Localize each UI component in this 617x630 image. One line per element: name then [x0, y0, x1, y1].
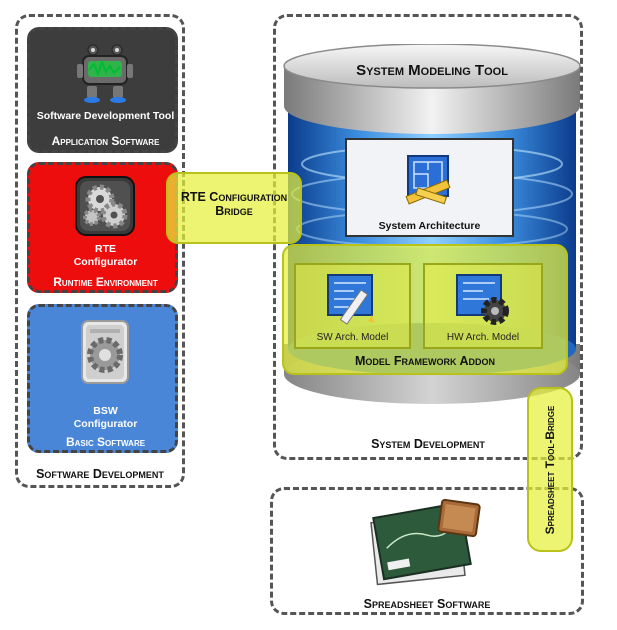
bsw-tool-label-1: BSW — [93, 405, 118, 417]
robot-icon — [75, 42, 135, 104]
blueprint-ruler-icon — [402, 152, 458, 208]
hw-arch-model-box[interactable]: HW Arch. Model — [423, 263, 543, 349]
spreadsheet-bridge-label: Spreadsheet Tool-Bridge — [543, 405, 557, 534]
sw-arch-model-label: SW Arch. Model — [316, 332, 389, 343]
basic-software-title: Basic Software — [65, 435, 146, 449]
spreadsheet-software-label: Spreadsheet Software — [363, 597, 491, 611]
model-framework-addon-label: Model Framework Addon — [354, 354, 496, 368]
software-development-label: Software Development — [36, 467, 164, 481]
system-modeling-tool-title: System Modeling Tool — [356, 62, 508, 79]
spreadsheet-tool-bridge[interactable]: Spreadsheet Tool-Bridge — [527, 387, 573, 552]
hw-arch-model-label: HW Arch. Model — [446, 332, 520, 343]
runtime-environment-title: Runtime Environment — [53, 275, 158, 289]
spreadsheet-icon — [368, 496, 488, 592]
gear-box-icon — [74, 317, 136, 391]
blueprint-pencil-icon — [324, 271, 382, 325]
runtime-environment-tile[interactable]: RTE Configurator Runtime Environment — [27, 162, 178, 293]
gears-icon — [74, 175, 136, 237]
rte-configuration-bridge[interactable]: RTE Configuration Bridge — [166, 172, 302, 244]
system-development-label: System Development — [371, 437, 485, 451]
database-drum — [282, 44, 582, 434]
rte-tool-label-1: RTE — [95, 243, 116, 255]
basic-software-tile[interactable]: BSW Configurator Basic Software — [27, 304, 178, 453]
application-software-tile[interactable]: Software Development Tool Application So… — [27, 27, 178, 153]
system-architecture-box[interactable]: System Architecture — [345, 138, 514, 237]
blueprint-gear-icon — [453, 271, 513, 327]
system-architecture-label: System Architecture — [378, 220, 481, 232]
rte-bridge-line1: RTE Configuration — [180, 190, 288, 204]
spreadsheet-software-group — [270, 487, 584, 615]
application-software-title: Application Software — [51, 134, 160, 148]
rte-bridge-line2: Bridge — [215, 204, 253, 218]
software-development-tool-label: Software Development Tool — [36, 110, 175, 122]
sw-arch-model-box[interactable]: SW Arch. Model — [294, 263, 411, 349]
software-development-group — [15, 14, 185, 488]
rte-tool-label-2: Configurator — [73, 256, 138, 268]
bsw-tool-label-2: Configurator — [73, 418, 138, 430]
